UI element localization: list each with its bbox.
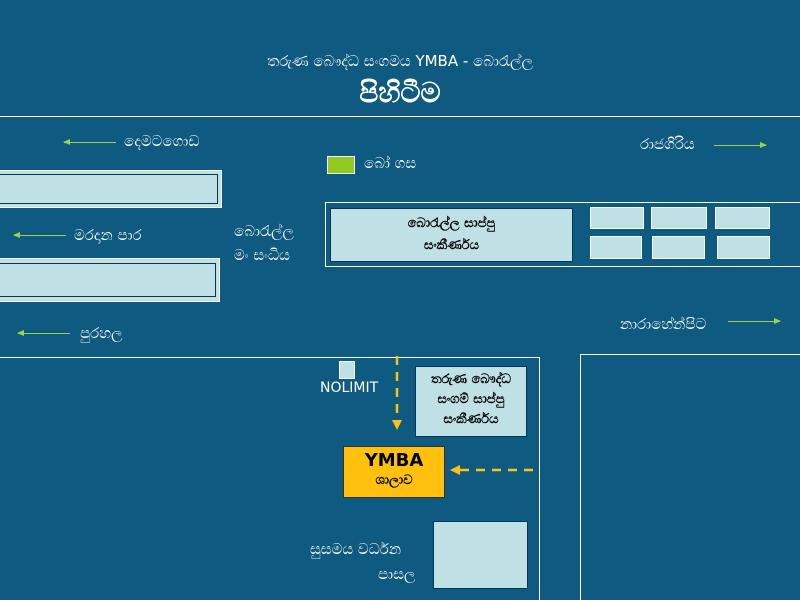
shop-5: [652, 236, 705, 259]
ymba-complex-label-3: සංකීර්ණය: [443, 412, 499, 427]
building-left-top: [0, 170, 222, 208]
map-title: පිහිටීම: [359, 76, 441, 109]
borella-complex-block: [325, 202, 800, 267]
road-edge-top: [0, 116, 800, 117]
shop-3: [715, 207, 770, 229]
road-edge-vertical-b: [580, 354, 581, 600]
road-edge-middle-left: [0, 357, 540, 358]
ymba-hall-label-1: YMBA: [364, 450, 424, 471]
shop-6: [717, 236, 770, 259]
borella-complex-label-2: සංකීර්ණය: [423, 238, 479, 253]
label-rajagiriya: රාජගිරිය: [640, 135, 695, 153]
road-edge-middle-right: [580, 354, 800, 355]
ymba-complex-label-1: තරුණ බෞද්ධ: [430, 372, 512, 387]
arrow-rajagiriya: [714, 142, 767, 148]
arrow-maradana: [13, 232, 66, 238]
ymba-hall: YMBA ශාලාව: [343, 446, 445, 498]
nolimit-marker: [339, 361, 355, 379]
shop-2: [651, 207, 707, 229]
label-susamaya-2: පාසල: [378, 565, 416, 583]
arrow-narahenpita: [728, 318, 781, 324]
label-purahala: පුරහල: [80, 324, 123, 342]
label-junction-1: බොරැල්ල: [234, 222, 294, 240]
ymba-hall-label-2: ශාලාව: [375, 473, 413, 488]
arrow-purahala: [17, 330, 70, 336]
road-edge-vertical-a: [539, 357, 540, 600]
arrow-dematagoda: [63, 139, 116, 145]
susamaya-school: [433, 521, 528, 589]
label-nolimit: NOLIMIT: [320, 380, 379, 396]
borella-shopping-complex: බොරැල්ල සාප්පු සංකීර්ණය: [330, 208, 573, 262]
dashed-arrow-left: [450, 465, 538, 475]
label-maradana: මරදාන පාර: [74, 226, 142, 244]
label-junction-2: මං සංධිය: [234, 246, 290, 264]
ymba-complex-label-2: සංගම් සාප්පු: [437, 392, 505, 407]
bo-tree-marker: [327, 156, 355, 174]
building-left-middle: [0, 258, 220, 302]
label-dematagoda: දෙමටගොඩ: [124, 132, 200, 150]
label-narahenpita: නාරාහේන්පිට: [620, 315, 707, 333]
map-subtitle: තරුණ බෞද්ධ සංගමය YMBA - බොරැල්ල: [267, 52, 533, 70]
shop-4: [590, 236, 642, 259]
label-susamaya-1: සුසමය වර්ධන: [310, 540, 402, 558]
shop-1: [590, 207, 644, 229]
label-bo-tree: බෝ ගස: [364, 154, 417, 172]
dashed-arrow-down: [392, 356, 402, 430]
ymba-shopping-complex: තරුණ බෞද්ධ සංගම් සාප්පු සංකීර්ණය: [415, 366, 527, 437]
borella-complex-label-1: බොරැල්ල සාප්පු: [407, 216, 496, 231]
